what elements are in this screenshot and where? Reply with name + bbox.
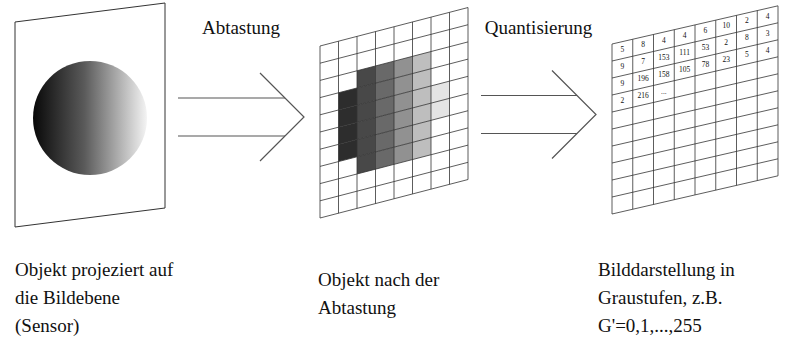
- grid-line: [612, 159, 778, 197]
- cell-value: ...: [661, 87, 667, 97]
- image-panel: Objekt projeziert auf die Bildebene (Sen…: [15, 3, 165, 227]
- grid-line: [612, 91, 778, 129]
- gray-cell: [394, 142, 413, 164]
- arrow-stroke: [178, 135, 285, 136]
- caption: Bilddarstellung in Graustufen, z.B. G'=0…: [598, 256, 783, 340]
- arrow-stroke: [260, 73, 304, 161]
- caption: Objekt nach der Abtastung: [318, 266, 478, 322]
- sampled-grid: [320, 8, 468, 218]
- grid-line: [612, 108, 778, 146]
- cell-value: 10: [722, 21, 730, 31]
- grid-line: [320, 180, 468, 218]
- grid-line: [320, 59, 468, 97]
- cell-value: 2: [724, 38, 728, 48]
- grid-line: [612, 74, 778, 112]
- arrow-stroke: [481, 133, 577, 134]
- cell-value: 3: [766, 29, 770, 39]
- gray-cell: [431, 98, 450, 120]
- grid-line: [320, 76, 468, 114]
- cell-value: 105: [679, 65, 690, 75]
- gray-cell: [376, 147, 395, 169]
- grid-line: [320, 42, 468, 80]
- grid-line: [320, 128, 468, 166]
- grid-line: [612, 142, 778, 180]
- cell-value: 23: [722, 55, 730, 65]
- grid-line: [612, 6, 778, 44]
- image-panel: Bilddarstellung in Graustufen, z.B. G'=0…: [612, 6, 778, 214]
- arrow-stroke: [552, 71, 596, 159]
- cell-value: 7: [641, 57, 645, 67]
- cell-value: 153: [658, 53, 669, 63]
- cell-value: 78: [702, 60, 710, 70]
- gray-cell: [339, 140, 358, 162]
- cell-value: 9: [621, 79, 625, 89]
- sphere: [33, 61, 147, 175]
- grid-line: [320, 94, 468, 132]
- quantized-grid: [612, 6, 778, 214]
- grid-line: [612, 23, 778, 61]
- grid-line: [612, 176, 778, 214]
- cell-value: 216: [638, 91, 649, 101]
- grid-line: [320, 25, 468, 63]
- cell-value: 4: [662, 36, 666, 46]
- arrow-stroke: [178, 97, 285, 98]
- gray-cell: [413, 138, 432, 160]
- cell-value: 158: [658, 70, 669, 80]
- cell-value: 196: [638, 74, 649, 84]
- cell-value: 4: [683, 31, 687, 41]
- grid-line: [612, 125, 778, 163]
- grid-line: [320, 8, 468, 46]
- grid-line: [320, 111, 468, 149]
- cell-value: 9: [621, 62, 625, 72]
- cell-value: 4: [766, 12, 770, 22]
- cell-value: 5: [745, 50, 749, 60]
- cell-value: 5: [621, 45, 625, 55]
- image-panel: Objekt nach der Abtastung: [320, 8, 468, 218]
- cell-value: 8: [641, 40, 645, 50]
- gray-cell: [357, 152, 376, 174]
- cell-value: 6: [704, 26, 708, 36]
- cell-value: 53: [702, 43, 710, 53]
- cell-value: 8: [745, 33, 749, 43]
- grid-line: [612, 57, 778, 95]
- cell-value: 2: [745, 16, 749, 26]
- arrow-stroke: [481, 95, 577, 96]
- grid-line: [320, 145, 468, 183]
- sensor-plane: [15, 3, 165, 227]
- edge-label: Abtastung: [200, 16, 282, 40]
- grid-line: [612, 40, 778, 78]
- cell-value: 4: [766, 46, 770, 56]
- edge-label: Quantisierung: [483, 16, 595, 40]
- grid-line: [320, 162, 468, 200]
- cell-value: 2: [621, 96, 625, 106]
- caption: Objekt projeziert auf die Bildebene (Sen…: [15, 256, 175, 340]
- double-arrow: [481, 71, 596, 159]
- double-arrow: [178, 73, 304, 161]
- cell-value: 111: [679, 48, 690, 58]
